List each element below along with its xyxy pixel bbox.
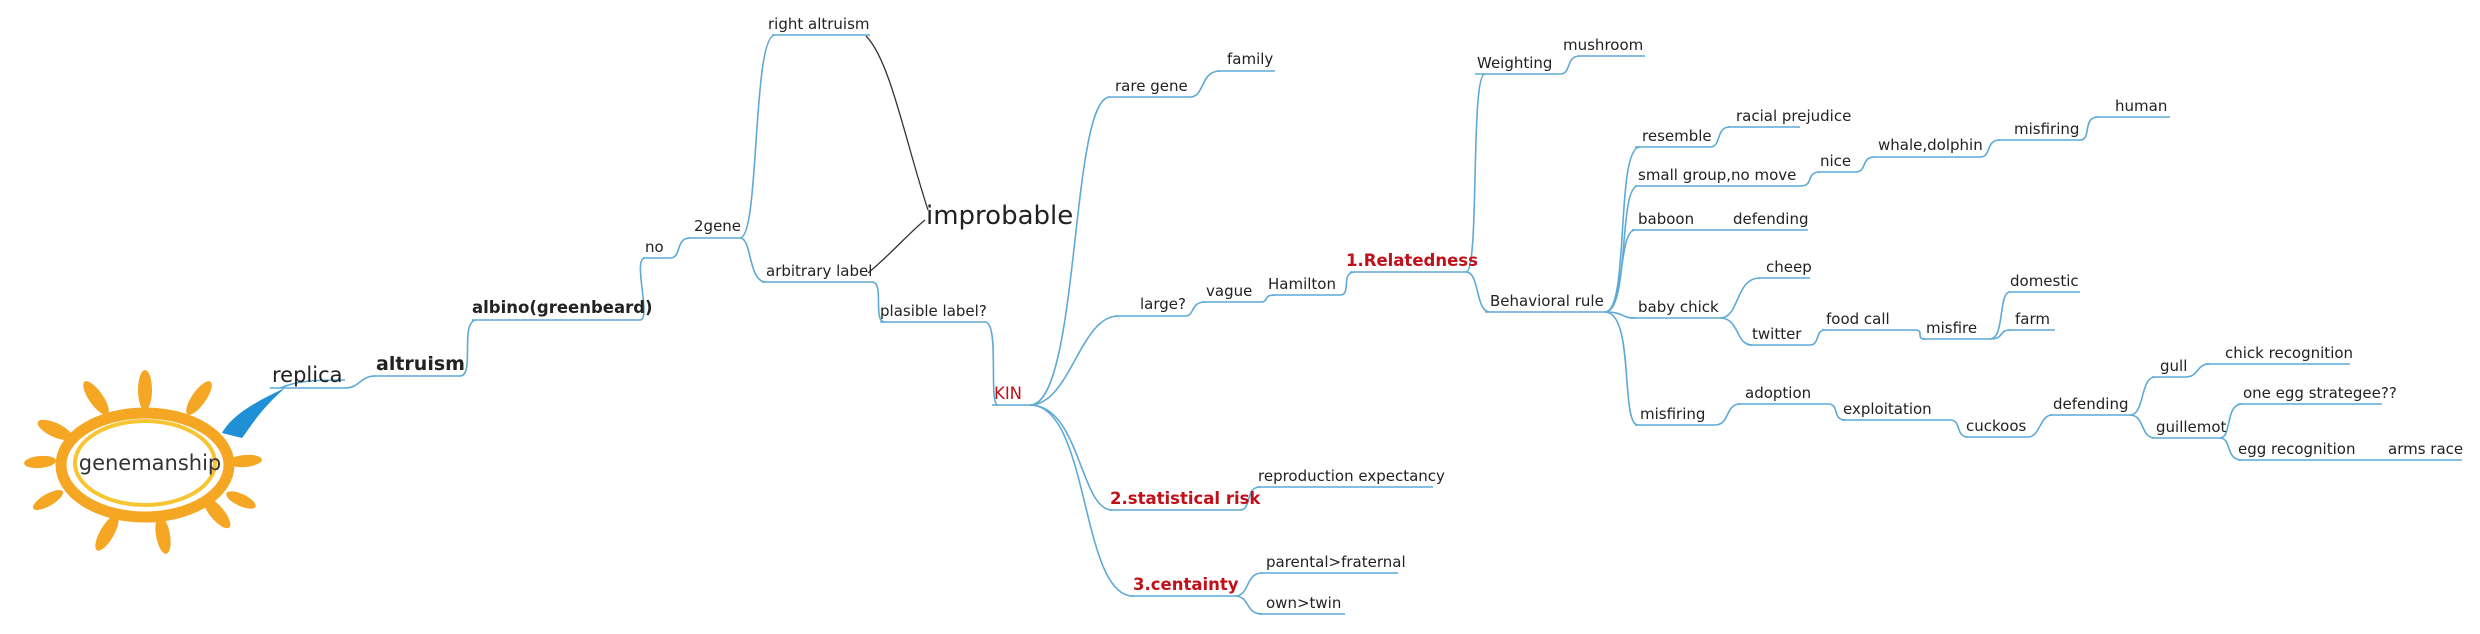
node-egg-recognition[interactable]: egg recognition: [2238, 440, 2355, 458]
node-behavioral-rule[interactable]: Behavioral rule: [1490, 292, 1604, 310]
node-mushroom[interactable]: mushroom: [1563, 36, 1643, 54]
node-guillemot[interactable]: guillemot: [2156, 418, 2227, 436]
node-exploitation[interactable]: exploitation: [1843, 400, 1932, 418]
relationship-lines: [865, 35, 929, 274]
node-family[interactable]: family: [1227, 50, 1273, 68]
node-certainty[interactable]: 3.centainty: [1133, 575, 1239, 594]
node-one-egg-strategy[interactable]: one egg strategee??: [2243, 384, 2397, 402]
node-misfiring-whale[interactable]: misfiring: [2014, 120, 2079, 138]
node-whale-dolphin[interactable]: whale,dolphin: [1878, 136, 1983, 154]
node-rare-gene[interactable]: rare gene: [1115, 77, 1188, 95]
node-own-twin[interactable]: own>twin: [1266, 594, 1341, 612]
node-arbitrary-label[interactable]: arbitrary label: [766, 262, 872, 280]
node-altruism[interactable]: altruism: [376, 353, 465, 375]
node-plausible-label[interactable]: plasible label?: [880, 302, 987, 320]
central-topic[interactable]: genemanship: [79, 451, 222, 475]
node-racial-prejudice[interactable]: racial prejudice: [1736, 107, 1851, 125]
node-relatedness[interactable]: 1.Relatedness: [1346, 251, 1478, 270]
node-adoption[interactable]: adoption: [1745, 384, 1811, 402]
node-labels: replica altruism albino(greenbeard) no 2…: [272, 15, 2463, 612]
node-no[interactable]: no: [645, 238, 664, 256]
node-human[interactable]: human: [2115, 97, 2167, 115]
node-kin[interactable]: KIN: [994, 384, 1022, 403]
node-misfire[interactable]: misfire: [1926, 319, 1977, 337]
node-small-group-no-move[interactable]: small group,no move: [1638, 166, 1796, 184]
node-replica[interactable]: replica: [272, 363, 343, 387]
node-baby-chick[interactable]: baby chick: [1638, 298, 1719, 316]
node-cuckoos[interactable]: cuckoos: [1966, 417, 2027, 435]
node-hamilton[interactable]: Hamilton: [1268, 275, 1336, 293]
node-improbable[interactable]: improbable: [926, 201, 1073, 231]
node-gull[interactable]: gull: [2160, 357, 2187, 375]
node-domestic[interactable]: domestic: [2010, 272, 2079, 290]
node-resemble[interactable]: resemble: [1642, 127, 1712, 145]
node-food-call[interactable]: food call: [1826, 310, 1890, 328]
node-defending[interactable]: defending: [2053, 395, 2128, 413]
node-cheep[interactable]: cheep: [1766, 258, 1812, 276]
node-nice[interactable]: nice: [1820, 152, 1851, 170]
node-defending-baboon[interactable]: defending: [1733, 210, 1808, 228]
node-vague[interactable]: vague: [1206, 282, 1252, 300]
node-statistical-risk[interactable]: 2.statistical risk: [1110, 489, 1261, 508]
node-chick-recognition[interactable]: chick recognition: [2225, 344, 2353, 362]
node-albino-greenbeard[interactable]: albino(greenbeard): [472, 298, 653, 317]
node-large[interactable]: large?: [1140, 295, 1186, 313]
node-weighting[interactable]: Weighting: [1477, 54, 1552, 72]
node-misfiring[interactable]: misfiring: [1640, 405, 1705, 423]
node-parental-fraternal[interactable]: parental>fraternal: [1266, 553, 1406, 571]
node-right-altruism[interactable]: right altruism: [768, 15, 870, 33]
node-reproduction-expectancy[interactable]: reproduction expectancy: [1258, 467, 1445, 485]
node-farm[interactable]: farm: [2015, 310, 2050, 328]
branch-connectors: [270, 34, 2462, 615]
node-2gene[interactable]: 2gene: [694, 217, 741, 235]
node-twitter[interactable]: twitter: [1752, 325, 1802, 343]
sun-logo-icon: [24, 370, 285, 554]
node-arms-race[interactable]: arms race: [2388, 440, 2463, 458]
node-baboon[interactable]: baboon: [1638, 210, 1694, 228]
